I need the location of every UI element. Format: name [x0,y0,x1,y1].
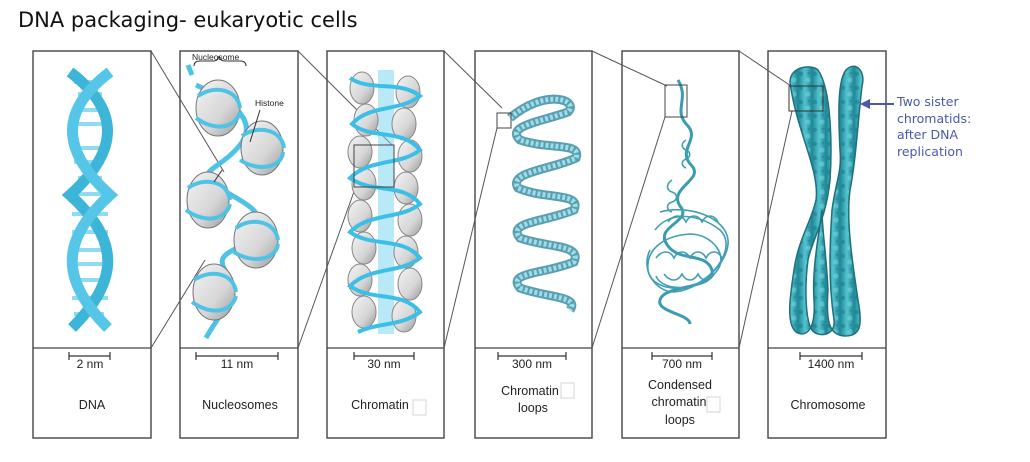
scale-label-dna: 2 nm [77,357,104,371]
chromatin-fiber-illustration [348,70,422,334]
annotation-line-3: after DNA [897,127,1017,144]
panel-name-chromatin: Chromatin [351,398,409,412]
histone-label: Histone [255,98,284,108]
sister-chromatids-annotation: Two sister chromatids: after DNA replica… [897,94,1017,160]
scale-bars [69,352,862,360]
panel-frames [33,51,886,438]
panel-name-labels: DNA Nucleosomes Chromatin Chromatin loop… [79,378,866,427]
scale-label-chromatin-loops: 300 nm [512,357,552,371]
scale-label-nucleosomes: 11 nm [221,357,253,371]
nucleosome-illustration: Nucleosome Histone [186,52,284,338]
dna-double-helix-illustration [70,72,110,328]
panel-name-condensed-3: loops [665,413,695,427]
scale-labels: 2 nm 11 nm 30 nm 300 nm 700 nm 1400 nm [77,357,855,371]
annotation-line-2: chromatids: [897,111,1017,128]
panel-name-condensed-1: Condensed [648,378,712,392]
annotation-line-4: replication [897,144,1017,161]
scale-label-condensed: 700 nm [662,357,702,371]
panel-name-dna: DNA [79,398,106,412]
panel-name-condensed-2: chromatin [652,395,707,409]
scale-label-chromatin: 30 nm [367,357,400,371]
panel-name-chromatin-loops-1: Chromatin [501,384,559,398]
panel-name-chromosome: Chromosome [790,398,865,412]
chromosome-illustration [789,66,863,336]
annotation-arrow [860,99,894,109]
panel-name-nucleosomes: Nucleosomes [202,398,278,412]
condensed-chromatin-illustration [647,80,728,324]
zoom-connector-lines [151,51,792,348]
annotation-line-1: Two sister [897,94,1017,111]
chromatin-loops-illustration [497,99,577,310]
panel-name-chromatin-loops-2: loops [518,401,548,415]
nucleosome-label: Nucleosome [192,52,240,62]
scale-label-chromosome: 1400 nm [808,357,855,371]
